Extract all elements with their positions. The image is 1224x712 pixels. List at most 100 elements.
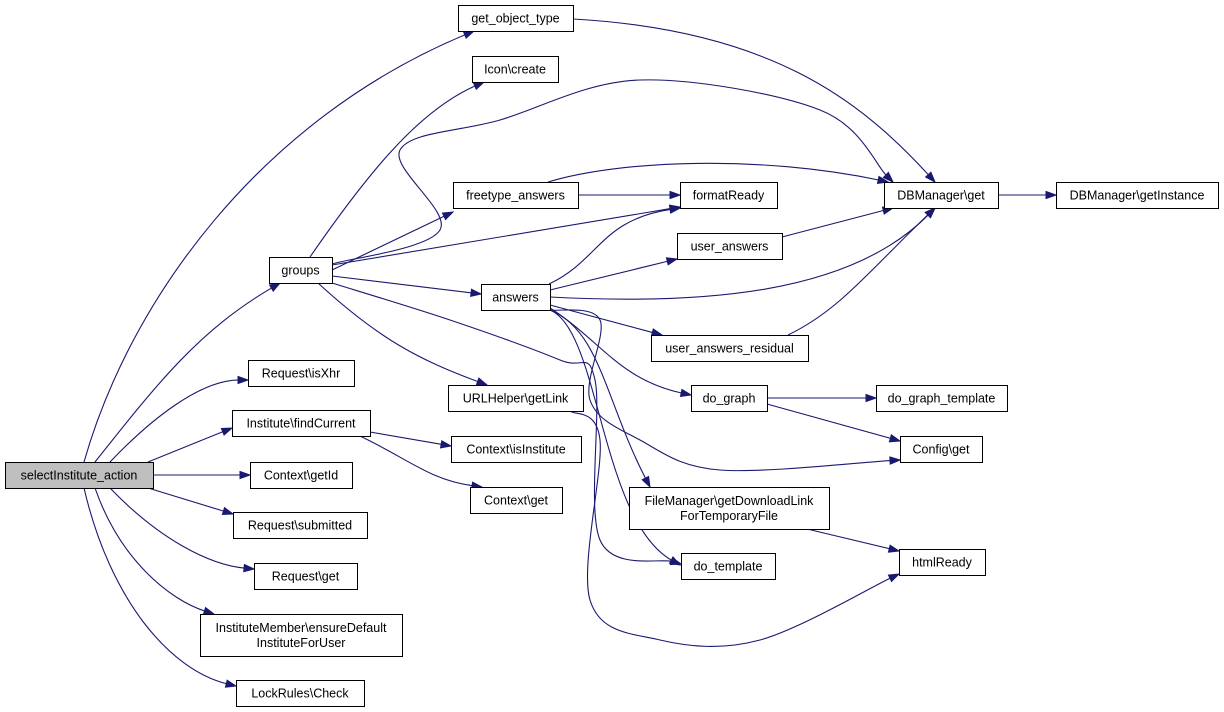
edge-urlhelper-getlink-to-htmlready <box>569 410 901 648</box>
edge-line <box>369 431 443 446</box>
node-label: formatReady <box>693 189 765 203</box>
edge-root-to-get-object-type <box>83 30 476 463</box>
node-label: Config\get <box>913 443 971 457</box>
node-institute-findcurrent[interactable]: Institute\findCurrent <box>232 410 371 437</box>
node-do-template[interactable]: do_template <box>681 553 776 580</box>
node-label: Request\submitted <box>248 519 352 533</box>
edge-line <box>94 287 273 463</box>
edge-line <box>549 309 892 472</box>
node-answers[interactable]: answers <box>481 284 551 311</box>
edge-root-to-request-isxhr <box>109 375 250 463</box>
node-dbmanager-get[interactable]: DBManager\get <box>884 182 999 209</box>
node-user-answers-residual[interactable]: user_answers_residual <box>651 335 809 362</box>
edge-freetype-answers-to-formatready <box>578 190 682 200</box>
node-box <box>691 385 768 412</box>
edge-arrowhead <box>887 573 901 583</box>
edge-arrowhead <box>924 171 936 184</box>
edge-line <box>147 487 225 512</box>
node-context-isinstitute[interactable]: Context\isInstitute <box>451 436 582 463</box>
node-box <box>250 462 353 489</box>
edge-line <box>549 309 647 480</box>
edge-line <box>569 410 892 648</box>
node-get-object-type[interactable]: get_object_type <box>458 5 574 32</box>
node-root[interactable]: selectInstitute_action <box>5 462 154 489</box>
edge-arrowhead <box>462 30 476 40</box>
node-box <box>681 553 776 580</box>
edge-line <box>547 162 880 183</box>
node-box <box>232 410 371 437</box>
node-urlhelper-getlink[interactable]: URLHelper\getLink <box>448 385 584 412</box>
edge-groups-to-dbmanager-get <box>331 79 895 265</box>
edge-line <box>548 208 672 285</box>
node-formatready[interactable]: formatReady <box>680 182 778 209</box>
edge-arrowhead <box>865 393 878 403</box>
node-dbmanager-getinstance[interactable]: DBManager\getInstance <box>1056 182 1219 209</box>
edge-root-to-institutemember-ensure <box>94 487 216 615</box>
edge-line <box>147 430 224 463</box>
edge-arrowhead <box>472 81 486 91</box>
node-box <box>677 233 783 260</box>
node-icon-create[interactable]: Icon\create <box>472 56 559 83</box>
node-box <box>200 614 403 657</box>
node-label: LockRules\Check <box>251 687 349 701</box>
node-do-graph[interactable]: do_graph <box>691 385 768 412</box>
node-request-submitted[interactable]: Request\submitted <box>233 512 368 539</box>
node-label: DBManager\getInstance <box>1070 189 1205 203</box>
node-box <box>1056 182 1219 209</box>
node-request-isxhr[interactable]: Request\isXhr <box>248 360 355 387</box>
edge-arrowhead <box>665 257 679 266</box>
edge-answers-to-formatready <box>548 205 682 285</box>
node-htmlready[interactable]: htmlReady <box>899 549 986 576</box>
node-box <box>899 549 986 576</box>
node-config-get[interactable]: Config\get <box>900 436 983 463</box>
edge-arrowhead <box>924 206 937 219</box>
node-context-getid[interactable]: Context\getId <box>250 462 353 489</box>
edge-line <box>94 487 206 612</box>
node-box <box>470 487 563 514</box>
node-do-graph-template[interactable]: do_graph_template <box>876 385 1008 412</box>
edge-arrowhead <box>220 427 234 436</box>
edge-line <box>83 487 228 685</box>
edge-arrowhead <box>679 388 693 398</box>
edge-do-graph-to-config-get <box>766 403 902 443</box>
edge-arrowhead <box>668 205 682 214</box>
node-label: do_graph_template <box>888 392 996 406</box>
node-context-get[interactable]: Context\get <box>470 487 563 514</box>
edge-line <box>331 207 672 266</box>
node-label: FileManager\getDownloadLink <box>645 494 815 508</box>
node-label: InstituteMember\ensureDefault <box>216 621 387 635</box>
edge-arrowhead <box>669 190 682 200</box>
node-lockrules-check[interactable]: LockRules\Check <box>236 680 365 707</box>
edge-arrowhead <box>668 556 682 566</box>
edge-line <box>549 309 673 562</box>
node-label: freetype_answers <box>466 189 565 203</box>
edge-line <box>806 528 891 550</box>
node-label: answers <box>492 291 539 305</box>
edge-groups-to-answers <box>331 275 483 298</box>
node-label: user_answers_residual <box>665 342 794 356</box>
node-box <box>472 56 559 83</box>
edge-line <box>83 33 466 463</box>
edge-line <box>549 260 669 291</box>
node-request-get[interactable]: Request\get <box>254 563 358 590</box>
node-label: Context\getId <box>264 469 338 483</box>
node-label: DBManager\get <box>897 189 985 203</box>
node-filemanager-getdownloadlink[interactable]: FileManager\getDownloadLinkForTemporaryF… <box>629 487 830 530</box>
edge-arrowhead <box>439 439 453 449</box>
node-user-answers[interactable]: user_answers <box>677 233 783 260</box>
node-institutemember-ensure[interactable]: InstituteMember\ensureDefaultInstituteFo… <box>200 614 403 657</box>
edge-root-to-lockrules-check <box>83 487 238 688</box>
edge-arrowhead <box>889 456 902 465</box>
edge-arrowhead <box>268 282 282 293</box>
edge-answers-to-do-template <box>549 309 682 566</box>
node-label: do_template <box>694 560 763 574</box>
node-groups[interactable]: groups <box>269 257 333 284</box>
node-box <box>481 284 551 311</box>
node-label: selectInstitute_action <box>21 469 138 483</box>
node-label: Request\isXhr <box>262 367 341 381</box>
node-label: Institute\findCurrent <box>246 417 356 431</box>
edge-groups-to-icon-create <box>309 81 486 258</box>
edge-arrowhead <box>441 211 455 221</box>
node-freetype-answers[interactable]: freetype_answers <box>453 182 579 209</box>
